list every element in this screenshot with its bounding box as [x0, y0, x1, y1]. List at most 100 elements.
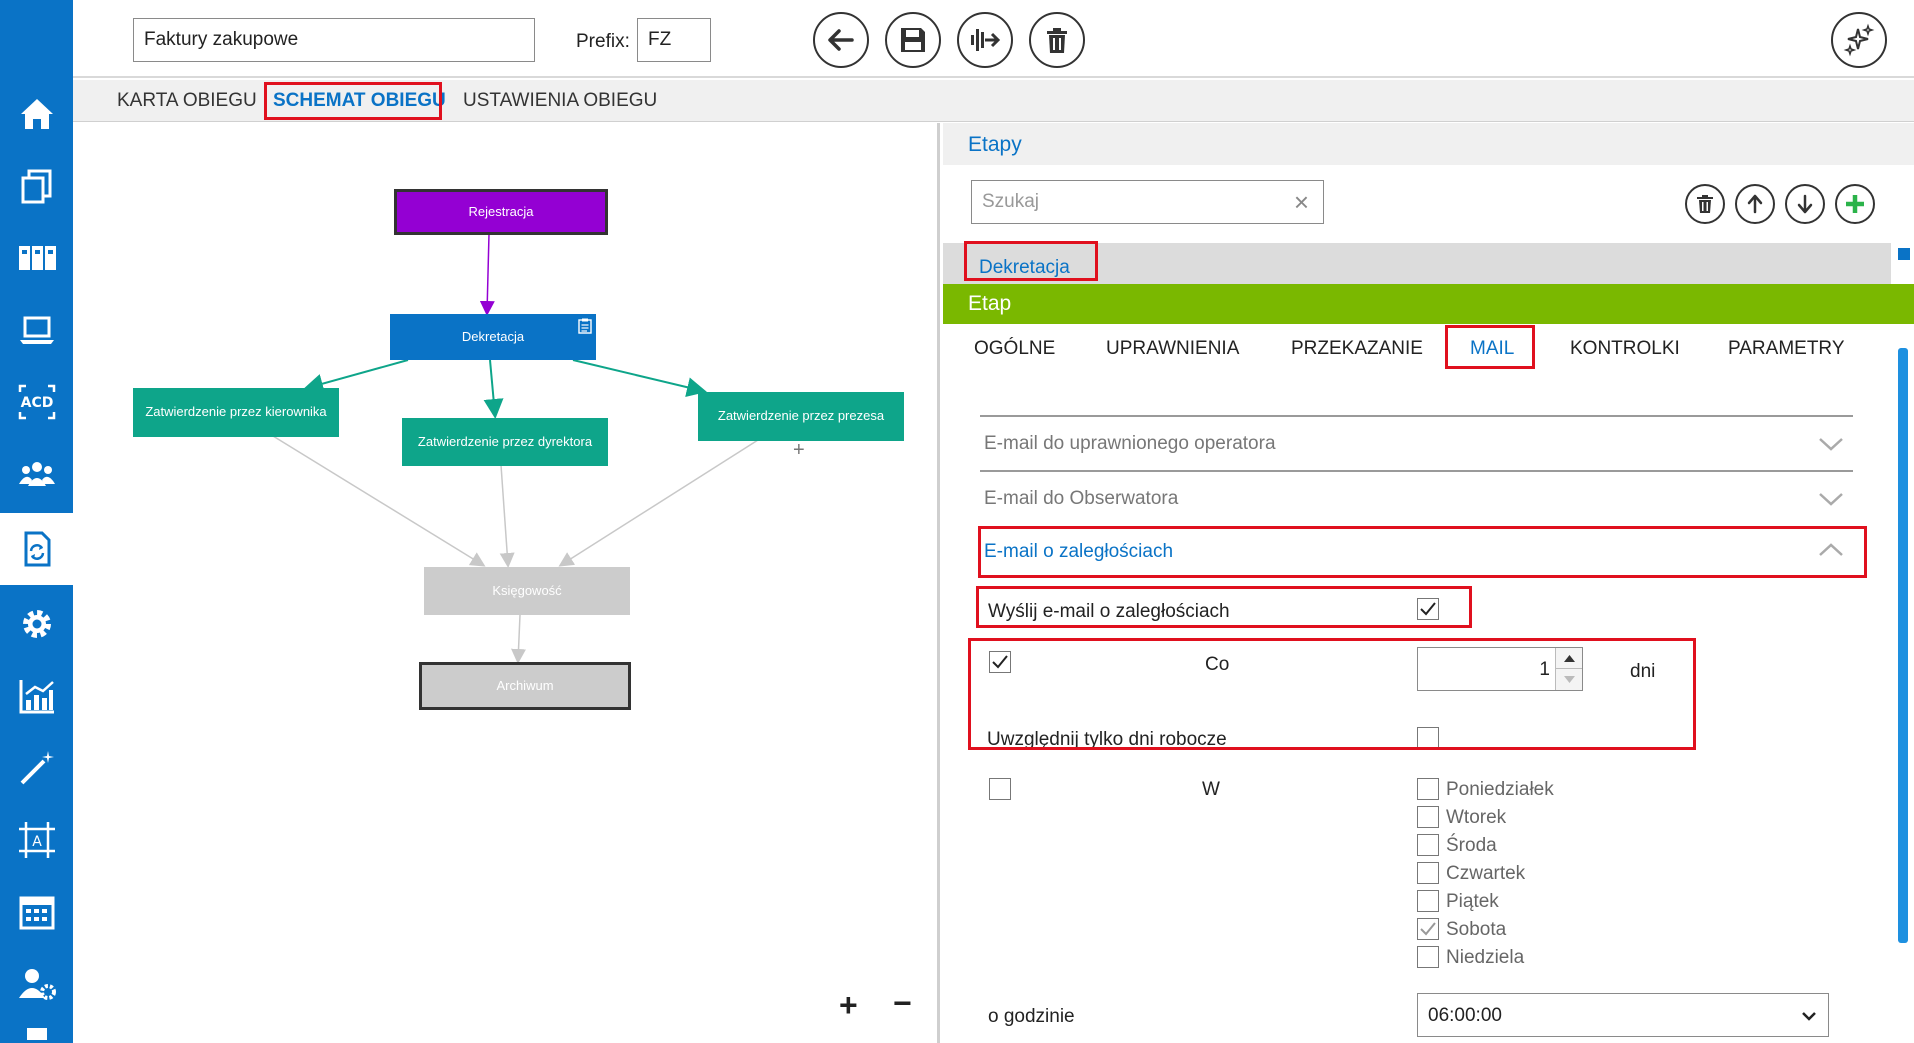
- add-node-icon[interactable]: +: [793, 439, 805, 461]
- sidebar-item-calendar[interactable]: [0, 876, 73, 948]
- prefix-value: FZ: [648, 29, 672, 50]
- tab-parametry[interactable]: PARAMETRY: [1728, 338, 1845, 359]
- hour-select[interactable]: 06:00:00: [1417, 993, 1829, 1037]
- stepper-down-button[interactable]: [1555, 669, 1582, 690]
- delete-stage-button[interactable]: [1685, 184, 1725, 224]
- sidebar-item-reports[interactable]: [0, 660, 73, 732]
- prefix-input[interactable]: FZ: [637, 18, 711, 62]
- sidebar-item-more[interactable]: [0, 1020, 73, 1043]
- day-label-piatek: Piątek: [1446, 891, 1499, 912]
- chart-icon: [19, 680, 54, 714]
- trash-icon: [1047, 28, 1067, 53]
- node-ksiegowosc[interactable]: Księgowość: [424, 567, 630, 615]
- highlight-overdue-accordion: [978, 526, 1867, 578]
- move-stage-down-button[interactable]: [1785, 184, 1825, 224]
- tab-karta-obiegu[interactable]: KARTA OBIEGU: [117, 90, 257, 111]
- sidebar-item-settings[interactable]: [0, 588, 73, 660]
- tab-kontrolki[interactable]: KONTROLKI: [1570, 338, 1680, 359]
- search-placeholder: Szukaj: [982, 191, 1040, 212]
- day-checkbox-wtorek[interactable]: [1417, 806, 1439, 828]
- accordion-email-overdue[interactable]: E-mail o zaległościach: [980, 525, 1853, 579]
- node-zatwierdzenie-dyrektora[interactable]: Zatwierdzenie przez dyrektora: [402, 418, 608, 466]
- prefix-label: Prefix:: [576, 31, 630, 52]
- stage-item-dekretacja[interactable]: Dekretacja: [979, 257, 1070, 278]
- day-checkbox-sobota[interactable]: [1417, 918, 1439, 940]
- tab-przekazanie[interactable]: PRZEKAZANIE: [1291, 338, 1423, 359]
- tab-ogolne[interactable]: OGÓLNE: [974, 338, 1056, 359]
- weekdays-checkbox[interactable]: [989, 778, 1011, 800]
- export-button[interactable]: [957, 12, 1013, 68]
- sidebar-item-wizard[interactable]: [0, 732, 73, 804]
- sidebar-item-designer[interactable]: A: [0, 804, 73, 876]
- caret-down-icon: [1564, 676, 1575, 683]
- list-scroll-marker[interactable]: [1898, 248, 1910, 260]
- tab-schemat-obiegu[interactable]: SCHEMAT OBIEGU: [273, 90, 446, 111]
- highlight-interval-section: [968, 638, 1696, 750]
- accordion-email-observer[interactable]: E-mail do Obserwatora: [980, 470, 1853, 524]
- sidebar: ACD A: [0, 0, 73, 1043]
- etap-header: Etap: [943, 284, 1914, 324]
- node-zatwierdzenie-kierownika[interactable]: Zatwierdzenie przez kierownika: [133, 388, 339, 437]
- day-label-poniedzialek: Poniedziałek: [1446, 779, 1554, 800]
- zoom-in-button[interactable]: +: [839, 987, 858, 1023]
- sidebar-item-users[interactable]: [0, 438, 73, 510]
- connector-prezes-ksiegowosc: [558, 439, 759, 567]
- move-stage-up-button[interactable]: [1735, 184, 1775, 224]
- tab-mail[interactable]: MAIL: [1470, 338, 1515, 359]
- sidebar-item-documents[interactable]: [0, 150, 73, 222]
- clipboard-icon: [578, 318, 592, 334]
- day-checkbox-sroda[interactable]: [1417, 834, 1439, 856]
- sidebar-item-user-settings[interactable]: [0, 948, 73, 1020]
- home-icon: [20, 99, 53, 129]
- sidebar-item-home[interactable]: [0, 78, 73, 150]
- ai-assistant-button[interactable]: [1831, 12, 1887, 68]
- sidebar-item-acd[interactable]: ACD: [0, 366, 73, 438]
- day-checkbox-piatek[interactable]: [1417, 890, 1439, 912]
- sidebar-item-laptop[interactable]: [0, 294, 73, 366]
- day-checkbox-niedziela[interactable]: [1417, 946, 1439, 968]
- add-stage-button[interactable]: [1835, 184, 1875, 224]
- node-dekretacja-label: Dekretacja: [461, 328, 525, 344]
- days-stepper[interactable]: 1: [1417, 647, 1583, 691]
- etapy-title: Etapy: [968, 133, 1022, 156]
- node-archiwum[interactable]: Archiwum: [419, 662, 631, 710]
- tab-ustawienia-obiegu[interactable]: USTAWIENIA OBIEGU: [463, 90, 658, 111]
- hour-value: 06:00:00: [1428, 1005, 1502, 1026]
- chevron-down-icon: [1819, 493, 1843, 506]
- connector-dekretacja-prezes: [572, 359, 707, 398]
- delete-button[interactable]: [1029, 12, 1085, 68]
- document-name-value: Faktury zakupowe: [144, 29, 299, 50]
- document-name-input[interactable]: Faktury zakupowe: [133, 18, 535, 62]
- node-zatwierdzenie-prezesa[interactable]: Zatwierdzenie przez prezesa: [698, 392, 904, 441]
- checkmark-icon: [992, 655, 1008, 669]
- stepper-up-button[interactable]: [1555, 648, 1582, 669]
- sidebar-item-binders[interactable]: [0, 222, 73, 294]
- svg-text:A: A: [32, 834, 42, 850]
- sidebar-item-workflow[interactable]: [0, 513, 73, 585]
- send-overdue-email-checkbox[interactable]: [1417, 598, 1439, 620]
- highlight-send-email: [976, 586, 1472, 628]
- sparkles-icon: [1843, 23, 1875, 57]
- details-scrollbar[interactable]: [1898, 348, 1908, 943]
- day-checkbox-czwartek[interactable]: [1417, 862, 1439, 884]
- clear-search-icon[interactable]: ×: [1293, 187, 1309, 217]
- diagram-canvas[interactable]: Rejestracja Dekretacja Zatwierdzenie prz…: [73, 123, 940, 1043]
- plus-icon: [1846, 195, 1864, 213]
- main-tabs: KARTA OBIEGU SCHEMAT OBIEGU USTAWIENIA O…: [73, 80, 1914, 122]
- back-button[interactable]: [813, 12, 869, 68]
- tab-uprawnienia[interactable]: UPRAWNIENIA: [1106, 338, 1240, 359]
- interval-checkbox[interactable]: [989, 651, 1011, 673]
- zoom-out-button[interactable]: −: [893, 985, 912, 1021]
- accordion-email-operator[interactable]: E-mail do uprawnionego operatora: [980, 415, 1853, 469]
- save-button[interactable]: [885, 12, 941, 68]
- etapy-search-input[interactable]: Szukaj ×: [971, 180, 1324, 224]
- more-icon: [26, 1028, 47, 1040]
- laptop-icon: [19, 316, 54, 344]
- svg-text:ACD: ACD: [20, 395, 53, 411]
- node-dekretacja[interactable]: Dekretacja: [390, 314, 596, 360]
- arrow-down-icon: [1797, 194, 1813, 214]
- highlight-schemat-tab: [264, 82, 442, 120]
- node-rejestracja[interactable]: Rejestracja: [394, 189, 608, 235]
- day-checkbox-poniedzialek[interactable]: [1417, 778, 1439, 800]
- floppy-icon: [901, 28, 925, 52]
